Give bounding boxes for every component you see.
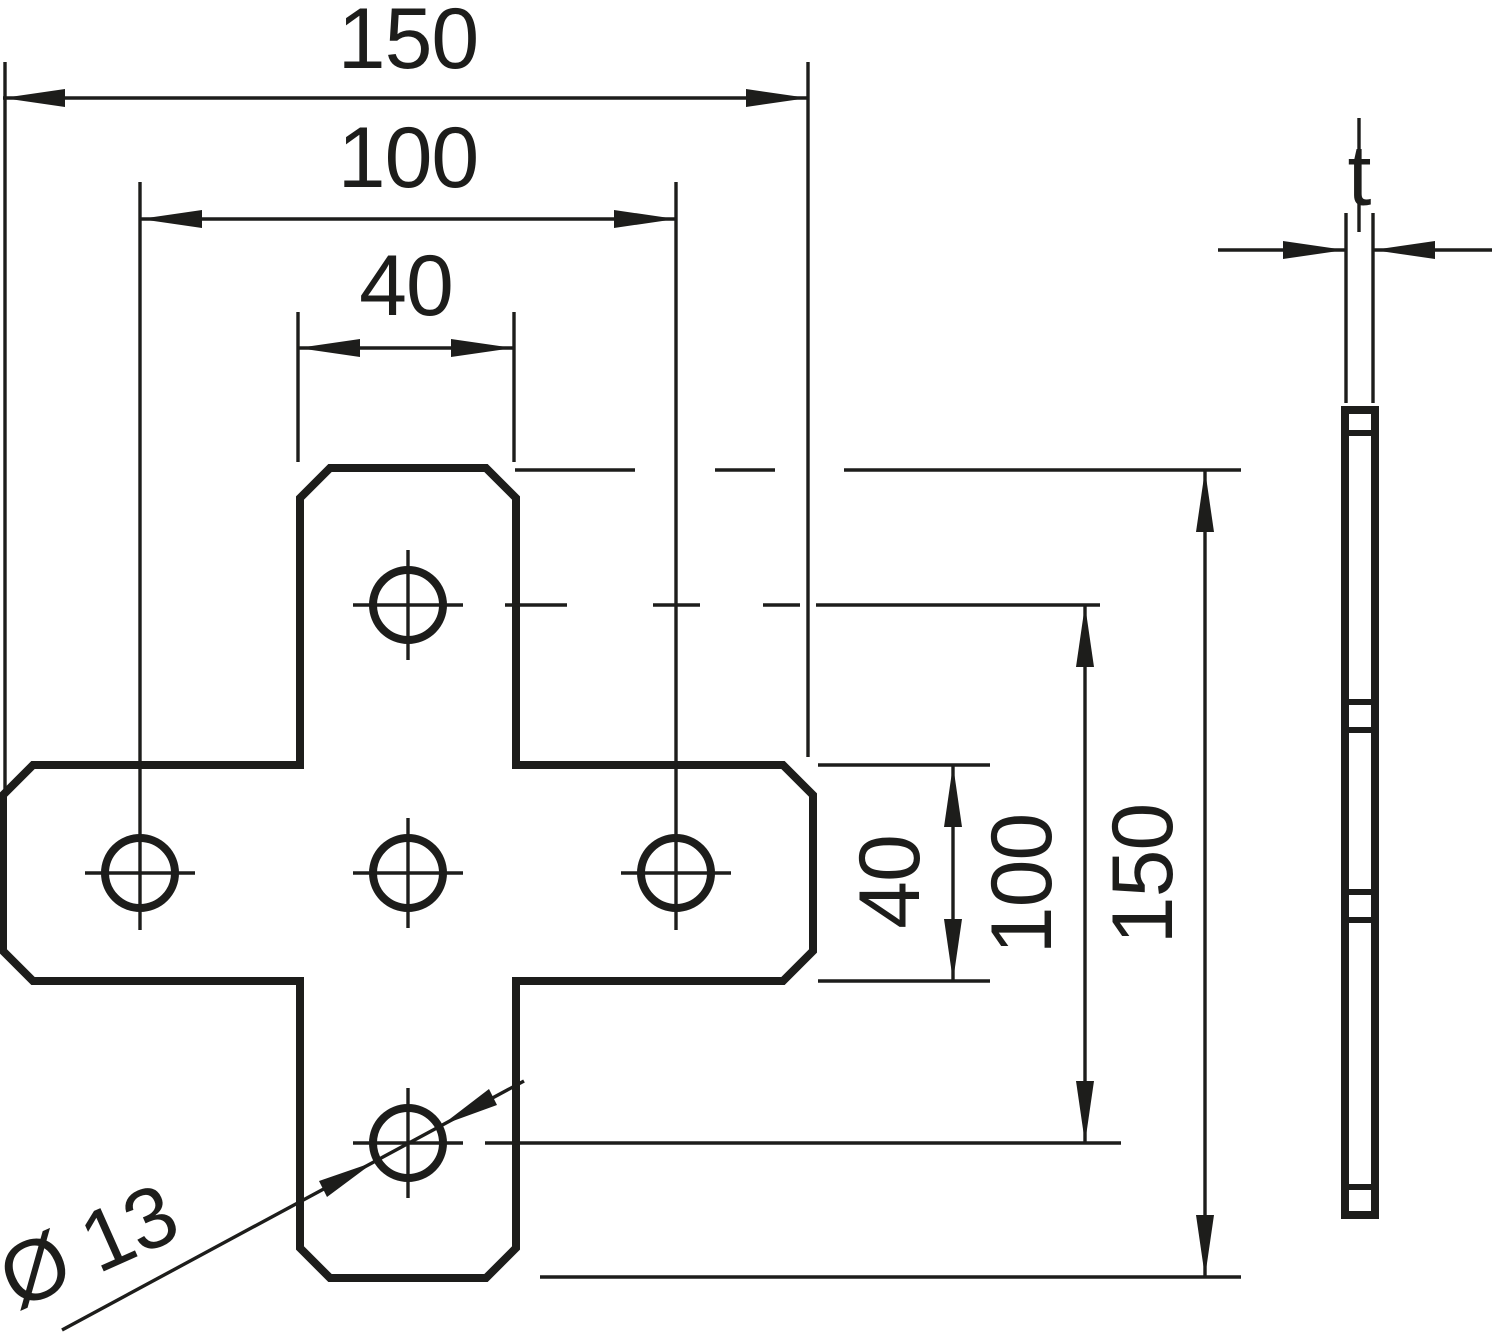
- dim-label-arm-height: 40: [842, 835, 938, 929]
- dim-label-overall-height: 150: [1095, 804, 1191, 945]
- side-view-outline: [1341, 406, 1379, 1219]
- dim-label-arm-width: 40: [359, 238, 453, 334]
- dim-arm-width: 40: [298, 238, 513, 357]
- front-view: [0, 464, 817, 1282]
- arrow-left-icon: [1373, 241, 1435, 259]
- arrow-down-icon: [1076, 1081, 1094, 1143]
- dim-hole-diameter: Ø 13: [0, 1079, 525, 1332]
- dim-overall-width: 150: [3, 0, 808, 107]
- arrow-left-icon: [298, 339, 360, 357]
- dim-overall-height: 150: [1095, 470, 1214, 1277]
- thickness-label: t: [1348, 128, 1372, 224]
- extension-lines: [3, 62, 1241, 1279]
- arrow-right-icon: [614, 210, 676, 228]
- arrow-right-icon: [746, 89, 808, 107]
- plate-outline: [0, 464, 817, 1282]
- arrow-up-icon: [1076, 605, 1094, 667]
- dim-arm-height: 40: [842, 765, 962, 981]
- dim-label-hole-spacing-height: 100: [974, 814, 1070, 955]
- hole-center: [353, 818, 463, 928]
- arrow-down-icon: [944, 919, 962, 981]
- side-view: [1341, 406, 1379, 1219]
- dim-thickness: t: [1218, 118, 1492, 403]
- arrow-left-icon: [140, 210, 202, 228]
- arrow-upper-icon: [442, 1089, 497, 1125]
- hole-top: [353, 550, 463, 660]
- arrow-down-icon: [1196, 1215, 1214, 1277]
- dim-hole-spacing-width: 100: [140, 110, 676, 228]
- arrow-up-icon: [1196, 470, 1214, 532]
- dim-label-hole-spacing-width: 100: [338, 110, 479, 206]
- dim-label-overall-width: 150: [338, 0, 479, 87]
- arrow-up-icon: [944, 765, 962, 827]
- dim-hole-spacing-height: 100: [974, 605, 1094, 1143]
- arrow-lower-icon: [319, 1162, 374, 1197]
- arrow-left-icon: [3, 89, 65, 107]
- arrow-right-icon: [451, 339, 513, 357]
- arrow-right-icon: [1283, 241, 1345, 259]
- hole-diameter-label: Ø 13: [0, 1166, 191, 1328]
